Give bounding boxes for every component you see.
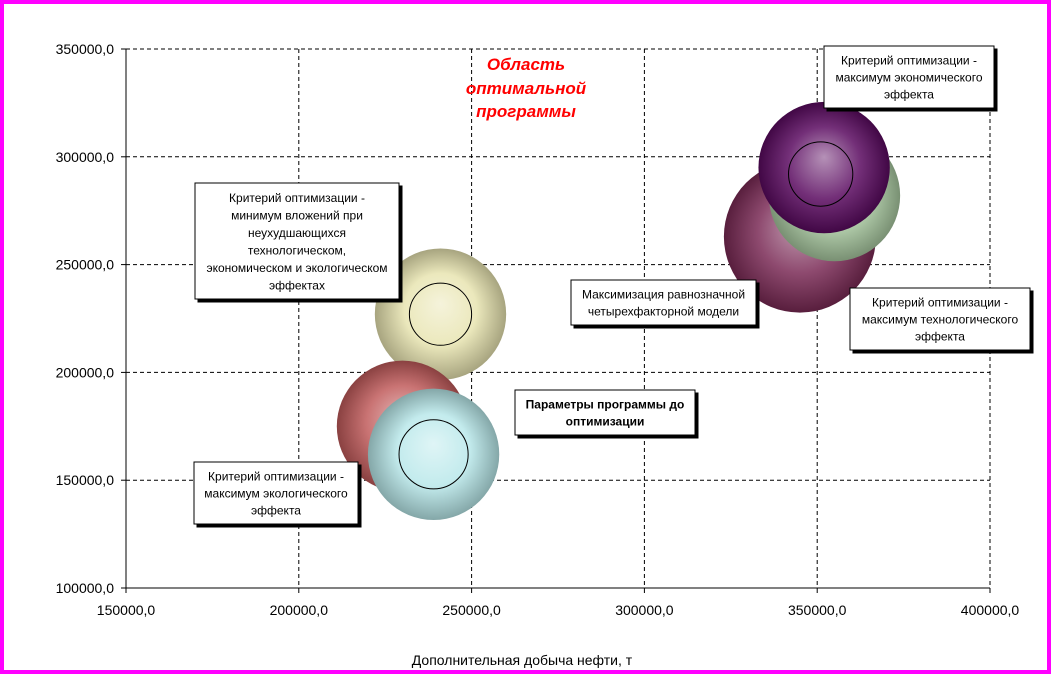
x-tick-label: 400000,0 (961, 602, 1020, 618)
annotation-line: эффекта (251, 504, 301, 518)
bubbles-group (336, 101, 901, 520)
annotation-box (514, 389, 696, 436)
x-tick-label: 150000,0 (97, 602, 156, 618)
bubble (367, 388, 500, 520)
annotation-line: экономическом и экологическом (206, 261, 387, 275)
annotation-line: максимум экологического (204, 487, 348, 501)
annotation-box (823, 45, 995, 109)
annotation-line: технологическом, (248, 244, 346, 258)
y-tick-label: 350000,0 (56, 41, 115, 57)
annotation-callout: Критерий оптимизации - максимум экологиче… (193, 461, 359, 525)
annotation-line: Критерий оптимизации - (208, 470, 344, 484)
annotation-callout: Максимизация равнозначной четырехфакторно… (570, 279, 757, 326)
y-tick-label: 250000,0 (56, 257, 115, 273)
annotation-line: Максимизация равнозначной (582, 288, 745, 302)
x-tick-label: 200000,0 (270, 602, 329, 618)
x-axis-title: Дополнительная добыча нефти, т (412, 652, 633, 668)
x-tick-label: 350000,0 (788, 602, 847, 618)
annotation-line: Критерий оптимизации - (229, 191, 365, 205)
x-tick-label: 250000,0 (442, 602, 501, 618)
inner-circle (398, 419, 469, 490)
annotation-line: максимум экономического (835, 71, 982, 85)
annotation-callout: Критерий оптимизации - минимум вложений п… (194, 182, 400, 300)
annotation-box (194, 182, 400, 300)
annotation-line: оптимизации (566, 415, 645, 429)
inner-circle (788, 141, 854, 207)
annotation-line: неухудшающихся (248, 226, 346, 240)
annotation-line: Критерий оптимизации - (872, 296, 1008, 310)
y-tick-label: 200000,0 (56, 364, 115, 380)
x-tick-label: 300000,0 (615, 602, 674, 618)
bubble (758, 101, 890, 234)
annotation-box (193, 461, 359, 525)
y-tick-label: 150000,0 (56, 472, 115, 488)
region-label-line: Область (487, 55, 565, 74)
annotation-box (849, 287, 1031, 351)
annotation-callout: Критерий оптимизации - максимум экономиче… (823, 45, 995, 109)
annotation-line: эффектах (269, 279, 325, 293)
inner-circle (408, 282, 473, 346)
annotation-box (570, 279, 757, 326)
annotation-line: минимум вложений при (231, 209, 363, 223)
annotation-callout: Критерий оптимизации - максимум технологи… (849, 287, 1031, 351)
bubble-chart: 150000,0 200000,0 250000,0 300000,0 350000,0… (56, 41, 1031, 668)
region-label-line: оптимальной (466, 79, 587, 98)
bubble (374, 248, 507, 380)
annotation-line: Критерий оптимизации - (841, 54, 977, 68)
annotation-callout: Параметры программы до оптимизации (514, 389, 696, 436)
annotation-line: эффекта (884, 88, 934, 102)
annotation-line: Параметры программы до (526, 398, 685, 412)
annotation-line: эффекта (915, 330, 965, 344)
annotation-line: максимум технологического (862, 313, 1019, 327)
y-tick-label: 300000,0 (56, 149, 115, 165)
annotation-line: четырехфакторной модели (588, 305, 739, 319)
y-tick-label: 100000,0 (56, 580, 115, 596)
region-label-line: программы (476, 102, 576, 121)
